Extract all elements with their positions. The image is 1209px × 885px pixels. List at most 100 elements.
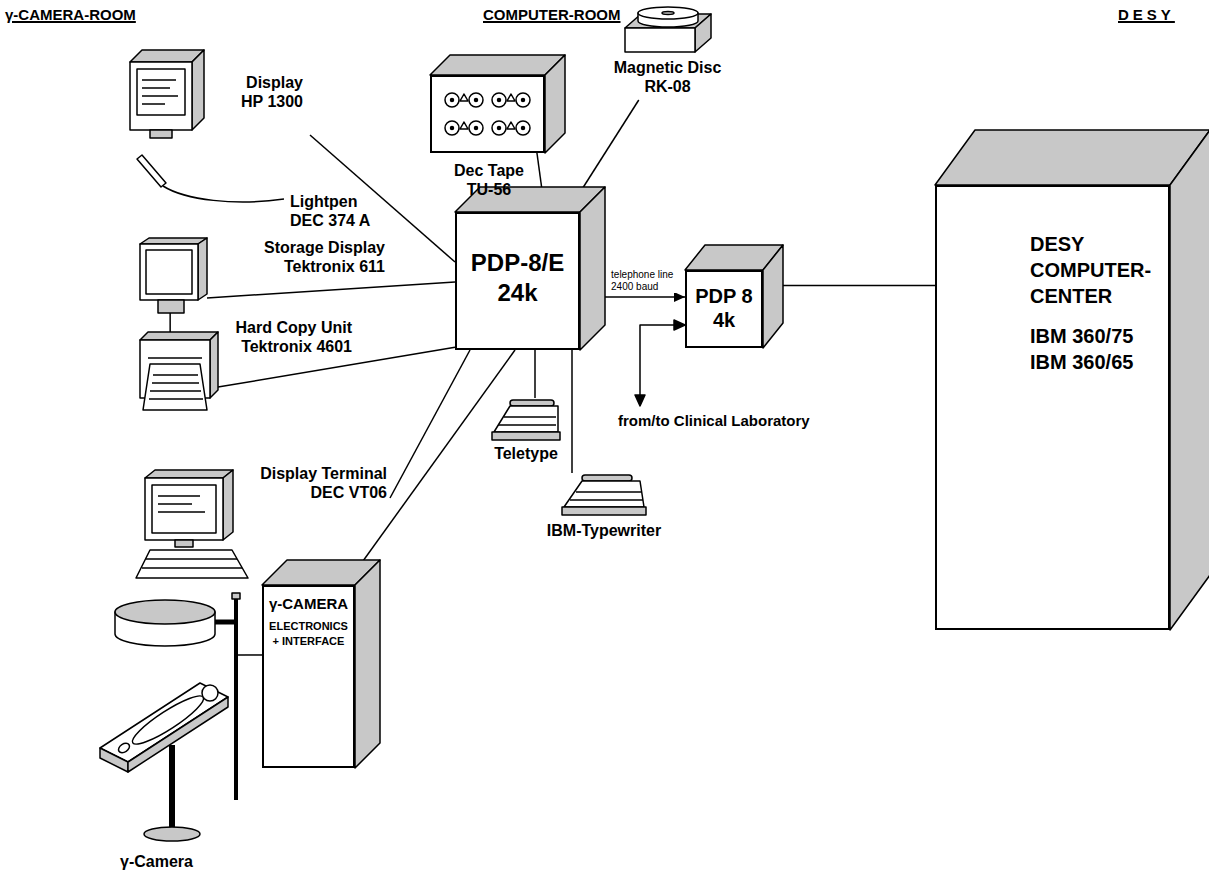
disc-front	[625, 28, 695, 52]
storage-display-front	[140, 244, 198, 300]
node-body-label: ELECTRONICS + INTERFACE	[266, 619, 351, 650]
label-holder: COMPUTER-ROOM	[483, 6, 621, 24]
terminal-front	[145, 478, 223, 540]
hard-copy-top	[140, 332, 218, 340]
reel-hub	[475, 127, 478, 130]
camera-cable	[236, 654, 245, 656]
storage-display-base	[158, 300, 184, 313]
storage-display-device: Storage Display Tektronix 611	[140, 238, 207, 313]
camera-head-top	[115, 600, 215, 624]
connector-line	[534, 350, 536, 398]
teletype-keys	[498, 417, 556, 425]
room-heading: COMPUTER-ROOM	[483, 6, 621, 24]
storage-display-screen	[146, 250, 192, 294]
camera-pole	[234, 598, 238, 800]
typewriter-base	[562, 507, 646, 515]
computer-center-box: DESY COMPUTER-CENTERIBM 360/75 IBM 360/6…	[935, 185, 1170, 630]
monitor-side	[192, 50, 204, 130]
tape-head	[507, 94, 515, 101]
label-holder: from/to Clinical Laboratory	[618, 412, 810, 430]
disc-platter-top	[638, 7, 698, 19]
paper-sheet	[143, 364, 207, 410]
teletype-base	[492, 432, 560, 440]
connector	[572, 350, 573, 473]
connector-line	[571, 350, 573, 473]
bed-column	[169, 745, 175, 830]
paper-lines	[149, 375, 203, 399]
connector	[170, 313, 171, 332]
tape-side-face	[545, 55, 565, 153]
tape-reel	[445, 121, 459, 135]
label-holder: DESY	[1118, 6, 1175, 24]
tape-reel	[492, 93, 506, 107]
teletype-body	[494, 406, 558, 432]
storage-display-top	[140, 238, 207, 244]
lightpen-device: Lightpen DEC 374 A	[130, 150, 365, 240]
reel-hub	[522, 99, 525, 102]
node-label: γ-CAMERA	[266, 595, 351, 613]
connector-line	[245, 654, 262, 656]
tape-reel	[445, 93, 459, 107]
typewriter-device: IBM-Typewriter	[560, 473, 648, 517]
interface-box: γ-CAMERA ELECTRONICS + INTERFACE	[262, 585, 355, 768]
node-label: Magnetic Disc RK-08	[610, 58, 725, 96]
screen-lines	[142, 80, 178, 104]
tape-reel	[516, 93, 530, 107]
tape-head	[460, 122, 468, 129]
reel-hub	[522, 127, 525, 130]
lightpen-symbol	[137, 155, 166, 187]
arrow-head	[635, 395, 645, 406]
connector	[245, 654, 262, 655]
connector-line	[207, 282, 455, 298]
node-label: PDP 8 4k	[691, 284, 757, 332]
screen-lines	[158, 496, 205, 512]
tape-reel	[469, 93, 483, 107]
box-side-face	[763, 245, 783, 348]
node-label: Teletype	[484, 444, 568, 463]
room-heading: DESY	[1118, 6, 1175, 24]
patient-body	[128, 690, 208, 751]
box-side-face	[580, 187, 605, 350]
reel-hub	[451, 99, 454, 102]
patient-feet	[117, 741, 131, 754]
tape-reel	[516, 121, 530, 135]
edge-label: telephone line 2400 baud	[610, 269, 678, 293]
computer-box: PDP-8/E 24k	[455, 212, 580, 350]
terminal-neck	[175, 540, 193, 547]
keyboard-rows	[142, 559, 242, 568]
node-label: IBM-Typewriter	[544, 521, 664, 540]
node-label: Lightpen DEC 374 A	[290, 192, 376, 230]
terminal-top	[145, 470, 233, 478]
pole-cap	[232, 593, 240, 599]
reel-hub	[451, 127, 454, 130]
typewriter-keys	[570, 492, 643, 500]
paper-slot	[148, 357, 202, 359]
connector	[390, 350, 470, 498]
box-top-face	[935, 130, 1209, 185]
node-label: Hard Copy Unit Tektronix 4601	[222, 318, 352, 356]
reel-hub	[498, 127, 501, 130]
disc-hub	[662, 12, 674, 15]
node-label: Display Terminal DEC VT06	[252, 464, 387, 502]
camera-arm	[214, 620, 236, 625]
node-body-label: IBM 360/75 IBM 360/65	[1030, 323, 1166, 375]
terminal-screen	[152, 485, 216, 533]
magnetic-disc-unit: Magnetic Disc RK-08	[610, 0, 725, 100]
arrow-head	[674, 320, 685, 330]
connector-line	[169, 313, 171, 332]
teletype-roller	[510, 400, 554, 406]
node-label: Dec Tape TU-56	[444, 161, 534, 199]
bed-top	[100, 683, 228, 762]
reel-hub	[498, 99, 501, 102]
tape-reel	[492, 121, 506, 135]
tape-head	[507, 122, 515, 129]
typewriter-body	[564, 481, 644, 507]
teletype-device: Teletype	[490, 398, 562, 440]
node-label: Storage Display Tektronix 611	[245, 238, 385, 276]
computer-box: PDP 8 4k	[685, 270, 763, 348]
connector-line	[390, 350, 470, 498]
display-device: Display HP 1300	[125, 45, 310, 145]
room-heading: γ-CAMERA-ROOM	[5, 6, 136, 24]
